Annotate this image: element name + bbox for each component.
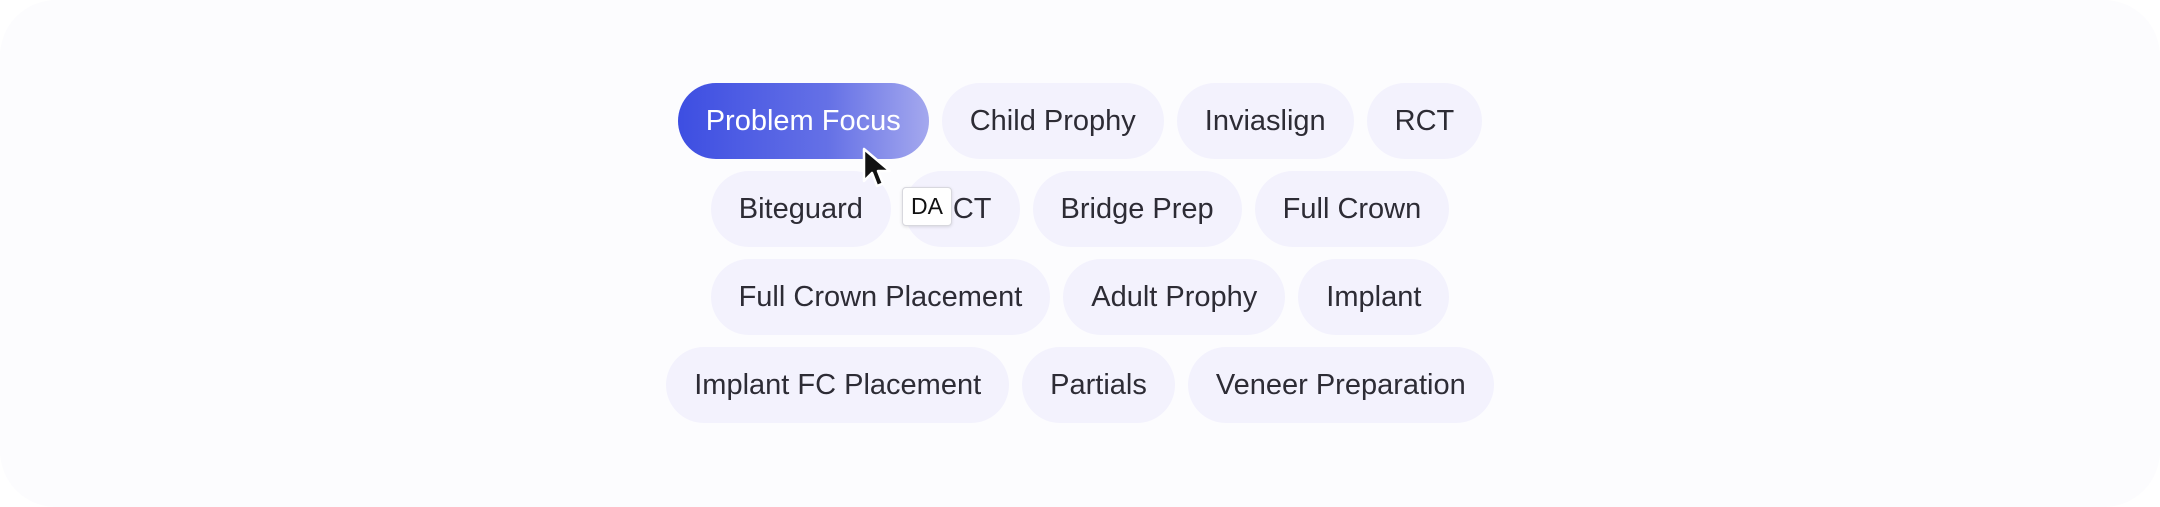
- procedure-chip-group: Problem Focus Child Prophy Inviaslign RC…: [0, 83, 2160, 435]
- chip-veneer-preparation[interactable]: Veneer Preparation: [1187, 347, 1494, 423]
- tooltip: DA: [902, 187, 952, 226]
- chip-inviaslign[interactable]: Inviaslign: [1176, 83, 1354, 159]
- chip-bridge-prep[interactable]: Bridge Prep: [1032, 171, 1242, 247]
- chip-partials[interactable]: Partials: [1022, 347, 1175, 423]
- chip-row: Problem Focus Child Prophy Inviaslign RC…: [0, 83, 2160, 159]
- chip-full-crown-placement[interactable]: Full Crown Placement: [710, 259, 1051, 335]
- chip-row: Implant FC Placement Partials Veneer Pre…: [0, 347, 2160, 423]
- chip-implant-fc-placement[interactable]: Implant FC Placement: [666, 347, 1010, 423]
- chip-implant[interactable]: Implant: [1298, 259, 1450, 335]
- chip-row: Full Crown Placement Adult Prophy Implan…: [0, 259, 2160, 335]
- chip-full-crown[interactable]: Full Crown: [1254, 171, 1450, 247]
- chip-rct[interactable]: RCT: [1366, 83, 1483, 159]
- chip-biteguard[interactable]: Biteguard: [710, 171, 891, 247]
- chip-adult-prophy[interactable]: Adult Prophy: [1063, 259, 1286, 335]
- chip-child-prophy[interactable]: Child Prophy: [941, 83, 1164, 159]
- mouse-pointer-icon: [862, 147, 892, 188]
- chip-row: Biteguard RCT Bridge Prep Full Crown: [0, 171, 2160, 247]
- chip-problem-focus[interactable]: Problem Focus: [677, 83, 929, 159]
